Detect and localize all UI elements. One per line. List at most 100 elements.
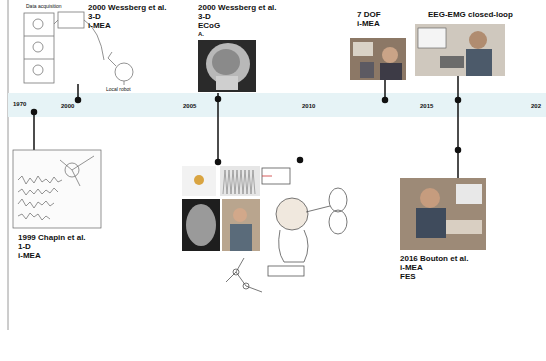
data-acquisition-sketch-part: [33, 65, 43, 75]
monkey-arm-sketch-part: [262, 168, 290, 184]
monkey-arm-sketch: [226, 168, 347, 292]
seven-dof-photo: [350, 38, 406, 80]
ecog-xray: [198, 40, 256, 92]
event-caption: ECoG: [198, 22, 220, 31]
chapin-recordings-part: [18, 176, 62, 184]
year-tick: 2015: [420, 103, 433, 110]
timeline-stems-part: [298, 158, 303, 163]
chapin-recordings-part: [18, 199, 54, 208]
timeline-stems-part: [457, 76, 459, 178]
event-caption: 3-D: [198, 13, 211, 22]
ecog-composite-part: [182, 199, 220, 251]
ecog-composite-part: [194, 175, 204, 185]
event-caption: FES: [400, 273, 416, 282]
monkey-arm-sketch-part: [329, 210, 347, 234]
ecog-composite-part: [230, 224, 252, 251]
event-caption: EEG-EMG closed-loop: [428, 11, 513, 20]
page-border-part: [8, 0, 9, 330]
bouton-photo-part: [420, 188, 440, 208]
monkey-arm-sketch-part: [233, 269, 239, 275]
seven-dof-photo-part: [360, 62, 374, 78]
ecog-composite-part: [233, 208, 247, 222]
ecog-xray-part: [198, 40, 256, 92]
event-caption: 3-D: [88, 13, 101, 22]
eeg-emg-photo: [415, 24, 505, 76]
timeline-stems-part: [217, 93, 219, 162]
event-caption: 2000 Wessberg et al.: [198, 4, 277, 13]
data-acquisition-sketch-part: [24, 36, 54, 37]
timeline-stems-part: [32, 110, 37, 115]
ecog-composite-part: [186, 204, 216, 246]
data-acquisition-sketch-part: [124, 81, 125, 85]
ecog-composite-part: [223, 170, 255, 194]
event-caption: i-MEA: [400, 264, 423, 273]
bouton-photo-part: [446, 220, 482, 234]
ecog-composite: [182, 166, 260, 251]
monkey-arm-sketch-part: [268, 266, 304, 276]
data-acquisition-sketch-part: [115, 63, 133, 81]
data-acquisition-sketch: [24, 12, 133, 85]
timeline-stems-part: [76, 98, 81, 103]
timeline-band-part: [8, 93, 546, 117]
page-border: [8, 0, 9, 330]
chapin-recordings: [13, 150, 101, 228]
event-caption: 2016 Bouton et al.: [400, 255, 468, 264]
eeg-emg-photo-part: [415, 24, 505, 76]
timeline-stems-part: [216, 160, 221, 165]
monkey-arm-sketch-part: [306, 206, 330, 212]
event-caption: i-MEA: [18, 252, 41, 261]
ecog-xray-part: [216, 76, 238, 90]
monkey-arm-sketch-part: [243, 283, 249, 289]
seven-dof-photo-part: [380, 63, 402, 80]
eeg-emg-photo-part: [418, 28, 446, 48]
data-acquisition-sketch-part: [108, 52, 116, 66]
data-acquisition-sketch-part: [58, 12, 84, 28]
seven-dof-photo-part: [353, 42, 373, 56]
seven-dof-photo-part: [350, 38, 406, 80]
year-tick: 2010: [302, 103, 315, 110]
year-tick: 2000: [61, 103, 74, 110]
event-caption: 1999 Chapin et al.: [18, 234, 86, 243]
event-caption: 2000 Wessberg et al.: [88, 4, 167, 13]
monkey-arm-sketch-part: [276, 198, 308, 230]
figure-label: A.: [198, 31, 204, 38]
event-caption: i-MEA: [88, 22, 111, 31]
monkey-arm-sketch-part: [329, 188, 347, 212]
figure-label: Local robot: [106, 87, 131, 93]
event-caption: i-MEA: [357, 20, 380, 29]
chapin-recordings-part: [60, 156, 94, 186]
year-tick: 1970: [13, 101, 26, 108]
ecog-composite-part: [222, 199, 260, 251]
chapin-recordings-part: [18, 188, 58, 195]
chapin-recordings-part: [13, 150, 101, 228]
monkey-arm-sketch-part: [262, 176, 272, 177]
event-caption: 7 DOF: [357, 11, 381, 20]
timeline-band: [8, 93, 546, 117]
data-acquisition-sketch-part: [33, 19, 43, 29]
timeline-stems-part: [456, 98, 461, 103]
seven-dof-photo-part: [382, 47, 398, 63]
eeg-emg-photo-part: [466, 49, 492, 76]
data-acquisition-sketch-part: [24, 59, 54, 60]
bouton-photo-part: [400, 178, 486, 250]
year-tick: 2005: [183, 103, 196, 110]
eeg-emg-photo-part: [440, 56, 464, 68]
figure-label: Data acquisition: [26, 4, 62, 10]
bouton-photo-part: [416, 208, 446, 238]
ecog-composite-part: [220, 166, 260, 196]
bouton-photo-part: [456, 184, 482, 204]
timeline-stems-part: [216, 97, 221, 102]
eeg-emg-photo-part: [469, 31, 487, 49]
year-tick: 202: [531, 103, 541, 110]
event-caption: 1-D: [18, 243, 31, 252]
ecog-xray-part: [212, 49, 240, 75]
data-acquisition-sketch-part: [33, 42, 43, 52]
ecog-composite-part: [182, 166, 216, 196]
monkey-arm-sketch-part: [279, 230, 308, 262]
data-acquisition-sketch-part: [24, 13, 54, 83]
chapin-recordings-part: [18, 213, 50, 220]
timeline-stems-part: [383, 98, 388, 103]
